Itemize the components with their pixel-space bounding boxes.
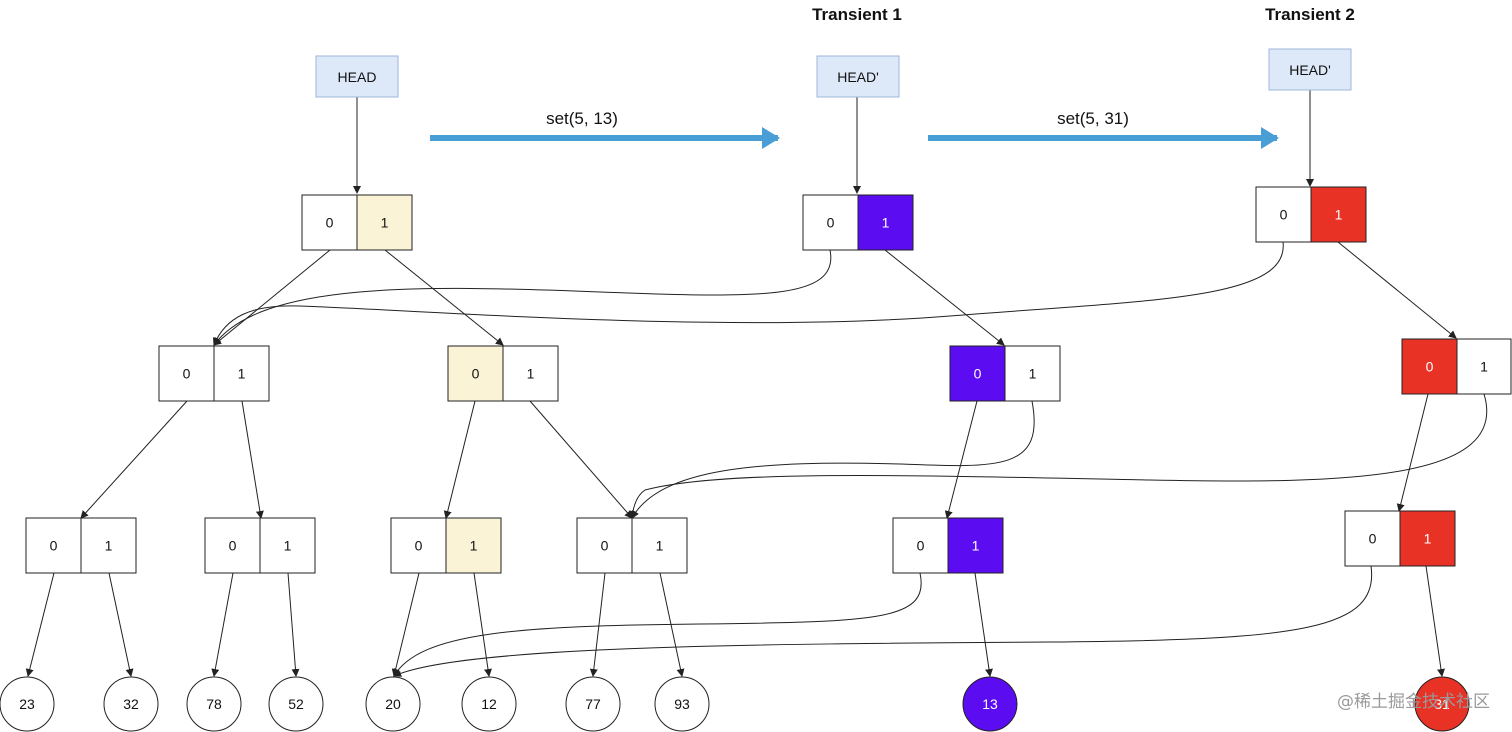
edge-l2b0-78: [211, 572, 234, 677]
edge-l1a0-l2a: [80, 400, 188, 519]
node-t1-root-slot1: 1: [882, 215, 890, 231]
leaf-78-label: 78: [206, 696, 222, 712]
node-t2-l2: 0 1: [1344, 510, 1456, 567]
node-l2b-slot0: 0: [229, 538, 237, 554]
leaf-77: 77: [565, 676, 621, 732]
node-t1-l2-slot0: 0: [917, 538, 925, 554]
node-l2b: 0 1: [204, 517, 316, 574]
node-root-slot0: 0: [326, 215, 334, 231]
leaf-12-label: 12: [481, 696, 497, 712]
node-l1a: 0 1: [158, 345, 270, 402]
edge-l2a0-23: [25, 572, 55, 677]
edge-l1b0-l2c: [443, 400, 476, 519]
node-l2d-slot0: 0: [601, 538, 609, 554]
node-t2-root: 0 1: [1255, 186, 1367, 243]
node-t2-l1-slot1: 1: [1480, 359, 1488, 375]
leaf-t1-13: 13: [962, 676, 1018, 732]
watermark: @稀土掘金技术社区: [1337, 692, 1490, 712]
transient1-title: Transient 1: [812, 5, 902, 24]
edge-l2d0-77: [589, 572, 606, 677]
node-t1-l1: 0 1: [949, 345, 1061, 402]
node-l2a: 0 1: [25, 517, 137, 574]
node-t2-l2-slot0: 0: [1369, 531, 1377, 547]
operation-arrow-1: set(5, 13): [430, 109, 780, 149]
leaf-23: 23: [0, 676, 55, 732]
node-l1a-slot1: 1: [238, 366, 246, 382]
edge-t2l1-0-t2l2: [1396, 393, 1429, 512]
node-t1-root-slot0: 0: [827, 215, 835, 231]
leaf-23-label: 23: [19, 696, 35, 712]
head-transient1: HEAD': [816, 55, 900, 98]
leaf-78: 78: [186, 676, 242, 732]
edge-t1l2-1-13: [974, 572, 993, 677]
edge-t1l1-0-t1l2: [944, 400, 978, 519]
node-t1-l1-slot1: 1: [1029, 366, 1037, 382]
leaf-52: 52: [268, 676, 324, 732]
leaf-93-label: 93: [674, 696, 690, 712]
node-root-slot1: 1: [381, 215, 389, 231]
node-t1-root: 0 1: [802, 194, 914, 251]
node-t2-l2-slot1: 1: [1424, 531, 1432, 547]
edge-t2root1-t2l1: [1337, 241, 1457, 339]
leaf-t2-31-label: 31: [1434, 696, 1450, 712]
node-l2b-slot1: 1: [284, 538, 292, 554]
leaf-12: 12: [461, 676, 517, 732]
edge-t1root0-l1a: [213, 249, 832, 346]
edge-t2root0-l1a: [212, 241, 1284, 346]
edge-l2a1-32: [108, 572, 134, 677]
node-t2-root-slot1: 1: [1335, 207, 1343, 223]
node-l2a-slot1: 1: [105, 538, 113, 554]
edge-root0-l1a: [213, 249, 331, 346]
node-t1-l2-slot1: 1: [972, 538, 980, 554]
node-l1b-slot1: 1: [527, 366, 535, 382]
edges: [25, 90, 1488, 677]
leaf-t1-13-label: 13: [982, 696, 998, 712]
node-l2d: 0 1: [576, 517, 688, 574]
leaf-52-label: 52: [288, 696, 304, 712]
node-l2c-slot0: 0: [415, 538, 423, 554]
node-root: 0 1: [301, 194, 413, 251]
leaf-93: 93: [654, 676, 710, 732]
node-t1-l1-slot0: 0: [974, 366, 982, 382]
node-l2c: 0 1: [390, 517, 502, 574]
edge-root1-l1b: [384, 249, 504, 346]
leaf-32: 32: [103, 676, 159, 732]
edge-l1a1-l2b: [241, 400, 264, 519]
edge-t1root1-t1l1: [884, 249, 1005, 346]
node-l1b-slot0: 0: [472, 366, 480, 382]
head-original: HEAD: [315, 55, 399, 98]
edge-t2l2-1-31: [1425, 565, 1445, 677]
operation-arrow-2: set(5, 31): [928, 109, 1279, 149]
node-l1a-slot0: 0: [183, 366, 191, 382]
leaf-t2-31: 31: [1414, 676, 1470, 732]
leaf-32-label: 32: [123, 696, 139, 712]
leaf-20-label: 20: [385, 696, 401, 712]
operation-label-1: set(5, 13): [546, 109, 618, 128]
node-t2-l1-slot0: 0: [1426, 359, 1434, 375]
edge-l1b1-l2d: [529, 400, 633, 519]
edge-l2b1-52: [287, 572, 300, 677]
transient2-title: Transient 2: [1265, 5, 1355, 24]
head-transient2-label: HEAD': [1289, 62, 1331, 78]
node-l2d-slot1: 1: [656, 538, 664, 554]
edge-t1l1-1-l2d: [631, 400, 1035, 519]
edge-t1l2-0-20: [393, 572, 922, 677]
edge-l2c0-20: [391, 572, 420, 677]
leaf-20: 20: [365, 676, 421, 732]
leaf-77-label: 77: [585, 696, 601, 712]
head-transient1-label: HEAD': [837, 69, 879, 85]
node-t2-root-slot0: 0: [1280, 207, 1288, 223]
head-transient2: HEAD': [1268, 48, 1352, 91]
edge-t2l1-1-l2d: [628, 393, 1488, 519]
operation-label-2: set(5, 31): [1057, 109, 1129, 128]
edge-l2c1-12: [473, 572, 492, 677]
node-l2c-slot1: 1: [470, 538, 478, 554]
head-original-label: HEAD: [338, 69, 377, 85]
node-l2a-slot0: 0: [50, 538, 58, 554]
node-t2-l1: 0 1: [1401, 338, 1512, 395]
edge-t2l2-0-20: [393, 565, 1373, 677]
node-l1b: 0 1: [447, 345, 559, 402]
node-t1-l2: 0 1: [892, 517, 1004, 574]
